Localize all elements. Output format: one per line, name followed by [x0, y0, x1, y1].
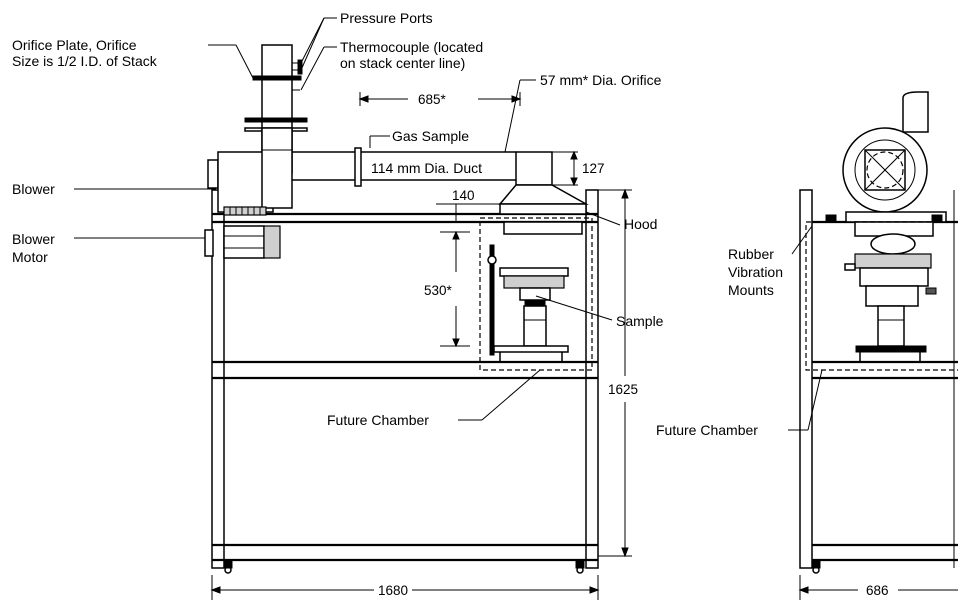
side-view [788, 91, 958, 600]
label-rubber-line1: Rubber [728, 246, 774, 262]
side-sample [844, 253, 937, 362]
front-dimensions [210, 92, 632, 600]
label-future-chamber-side: Future Chamber [656, 422, 758, 438]
future-chamber-outline-front [479, 217, 593, 371]
label-thermocouple-line1: Thermocouple (located [340, 39, 483, 55]
dimension-685: 685* [418, 92, 447, 107]
label-gas-sample: Gas Sample [392, 128, 469, 144]
label-blower-motor-line2: Motor [12, 249, 48, 265]
labels: Pressure Ports Thermocouple (located on … [12, 10, 889, 598]
label-57mm-orifice: 57 mm* Dia. Orifice [540, 72, 662, 88]
label-duct: 114 mm Dia. Duct [371, 160, 482, 176]
label-pressure-ports: Pressure Ports [340, 10, 433, 26]
duct [292, 147, 553, 187]
label-orifice-plate-line1: Orifice Plate, Orifice [12, 37, 137, 53]
dimension-1625: 1625 [608, 382, 638, 397]
label-thermocouple-line2: on stack center line) [340, 55, 465, 71]
dimension-530: 530* [424, 283, 453, 298]
dimension-127: 127 [582, 161, 605, 176]
label-rubber-line3: Mounts [728, 282, 774, 298]
blower-motor [204, 225, 281, 259]
label-hood: Hood [624, 216, 657, 232]
front-leaders [74, 17, 621, 421]
front-view [74, 17, 632, 600]
label-blower-motor-line1: Blower [12, 231, 55, 247]
label-sample: Sample [616, 313, 664, 329]
label-rubber-line2: Vibration [728, 264, 783, 280]
label-future-chamber-front: Future Chamber [327, 412, 429, 428]
sample-apparatus [487, 244, 569, 362]
blower [207, 127, 293, 216]
label-orifice-plate-line2: Size is 1/2 I.D. of Stack [12, 53, 158, 69]
label-blower: Blower [12, 181, 55, 197]
dimension-686: 686 [866, 583, 889, 598]
dimension-140: 140 [452, 188, 475, 203]
hood [498, 184, 589, 235]
side-blower [842, 91, 929, 213]
dimension-1680: 1680 [378, 583, 408, 598]
